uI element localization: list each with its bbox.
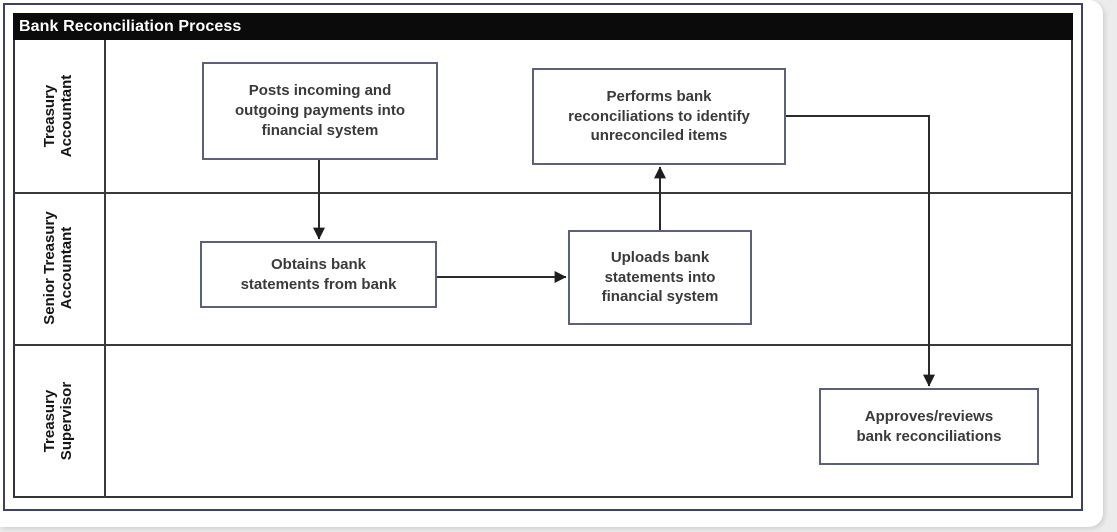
lane-divider-1 [13,192,1073,194]
task-node-performs-reconciliations: Performs bank reconciliations to identif… [532,68,786,165]
lane-label-treasury-accountant: Treasury Accountant [40,74,75,158]
lane-divider-2 [13,344,1073,346]
task-node-obtains-statements: Obtains bank statements from bank [200,241,437,308]
process-title: Bank Reconciliation Process [19,17,242,35]
task-node-uploads-statements: Uploads bank statements into financial s… [568,230,752,325]
process-title-bar: Bank Reconciliation Process [13,13,1073,40]
lane-label-treasury-supervisor: Treasury Supervisor [40,381,75,461]
lane-label-senior-treasury-accountant: Senior Treasury Accountant [40,211,75,325]
task-node-approves-reconciliations: Approves/reviews bank reconciliations [819,388,1039,465]
task-node-posts-payments: Posts incoming and outgoing payments int… [202,62,438,160]
lane-label-column-divider [104,40,106,498]
